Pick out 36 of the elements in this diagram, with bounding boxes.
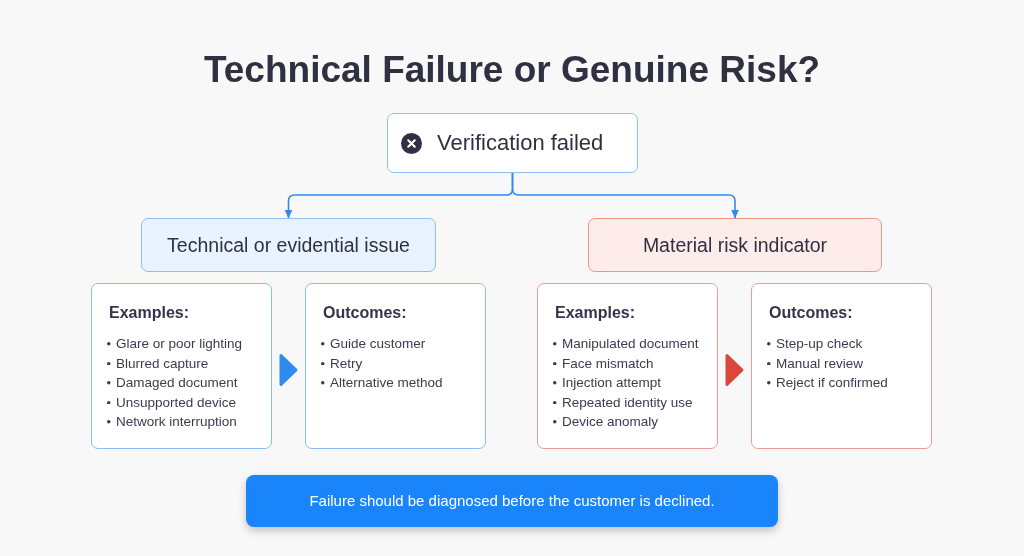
- callout-banner: [246, 475, 778, 527]
- chevron-arrow: [725, 354, 744, 386]
- list-item: Device anomaly: [562, 413, 659, 432]
- section-heading: Outcomes:: [769, 304, 853, 322]
- list-item: Glare or poor lighting: [116, 335, 243, 354]
- detail-card: [537, 283, 718, 449]
- note-text: Failure should be diagnosed before the customer is declined.: [309, 491, 715, 511]
- category-box: [588, 218, 882, 272]
- list-item: Injection attempt: [562, 374, 662, 393]
- connector-arrow: [511, 172, 739, 219]
- section-heading: Examples:: [555, 304, 636, 322]
- list-item: Network interruption: [116, 413, 237, 432]
- section-heading: Examples:: [109, 304, 190, 322]
- detail-card: [751, 283, 932, 449]
- list-item: Step-up check: [776, 335, 863, 354]
- list-item: Alternative method: [330, 374, 443, 393]
- section-heading: Outcomes:: [323, 304, 407, 322]
- chevron-arrow: [279, 354, 298, 386]
- list-item: Reject if confirmed: [776, 374, 888, 393]
- list-item: Damaged document: [116, 374, 238, 393]
- list-item: Repeated identity use: [562, 393, 693, 412]
- list-item: Manual review: [776, 354, 864, 373]
- list-item: Blurred capture: [116, 354, 209, 373]
- status-box: [387, 113, 638, 173]
- category-label: Material risk indicator: [642, 232, 828, 258]
- category-box: [141, 218, 436, 272]
- list-item: Manipulated document: [562, 335, 699, 354]
- detail-card: [305, 283, 486, 449]
- list-item: Retry: [330, 354, 363, 373]
- detail-card: [91, 283, 272, 449]
- category-label: Technical or evidential issue: [167, 232, 410, 258]
- diagram-title: Technical Failure or Genuine Risk?: [203, 48, 821, 92]
- status-label: Verification failed: [437, 129, 604, 157]
- list-item: Face mismatch: [562, 354, 654, 373]
- list-item: Guide customer: [330, 335, 426, 354]
- list-item: Unsupported device: [116, 393, 237, 412]
